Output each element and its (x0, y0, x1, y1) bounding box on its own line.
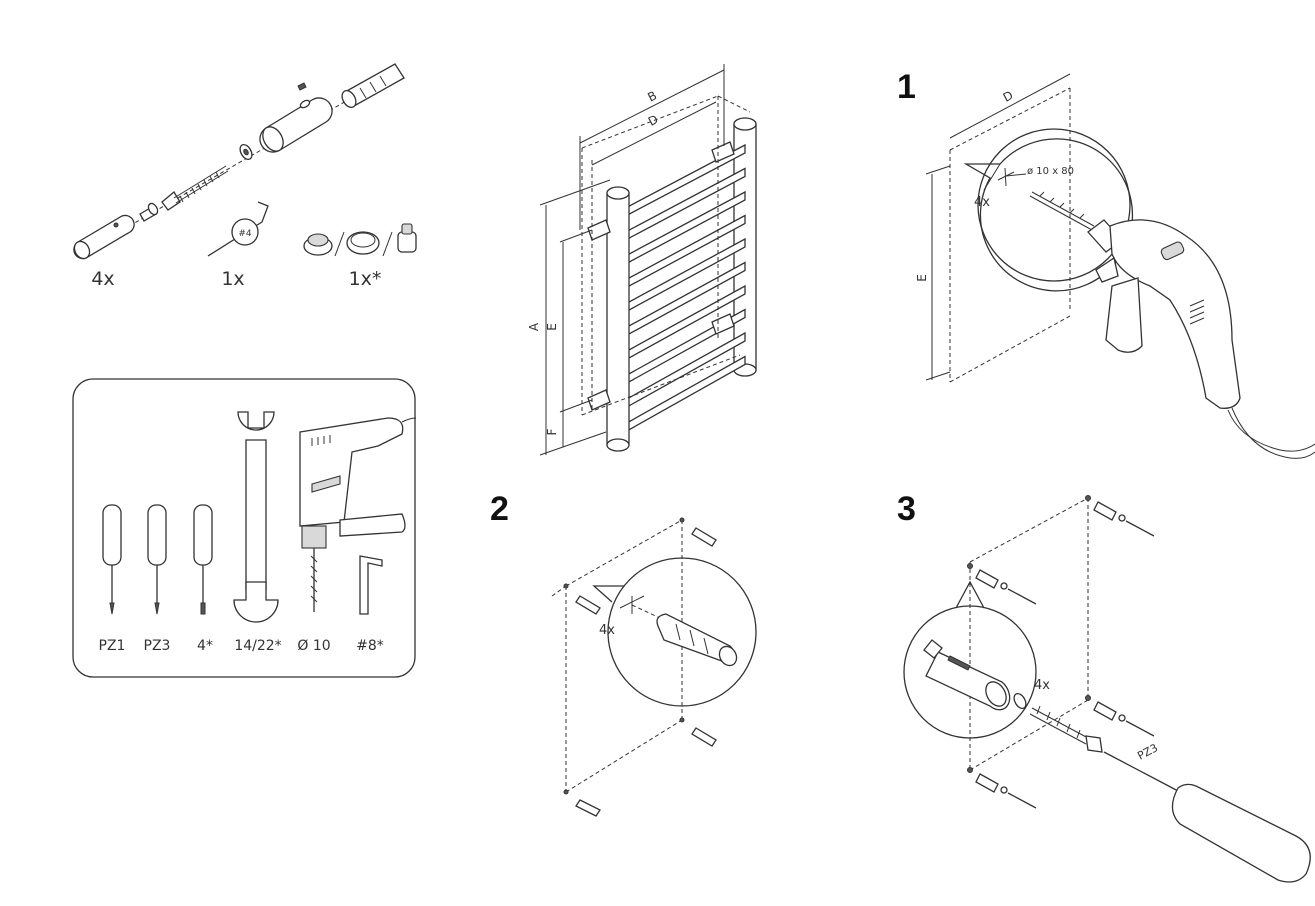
hex-key-label: #4 (238, 229, 252, 239)
screw-icon (161, 165, 229, 211)
wrench-icon (233, 411, 279, 623)
large-sleeve-icon (259, 82, 333, 153)
plug-top-left-icon (563, 583, 601, 615)
step-1-dim-d: D (1001, 88, 1016, 105)
tool-label-drill: Ø 10 (297, 638, 330, 654)
step-2-plug-icon (656, 613, 738, 667)
fixing-bottom-left-icon (967, 767, 1037, 809)
cap-option-3-icon (397, 223, 417, 253)
hex-key-icon: #4 (207, 201, 269, 257)
wall-plug-icon (341, 63, 405, 109)
spacer-icon (139, 202, 159, 222)
step-1-drill-icon (1087, 219, 1315, 459)
tool-label-wrench: 14/22* (234, 638, 281, 654)
step-3-count: 4x (1034, 678, 1050, 693)
quantity-label-sleeves: 4x (91, 268, 114, 290)
tool-label-pz3: PZ3 (144, 638, 171, 654)
quantity-label-caps: 1x* (349, 268, 382, 290)
tool-label-pz1: PZ1 (99, 638, 126, 654)
dim-label-b: B (645, 88, 659, 104)
plug-top-right-icon (679, 517, 717, 547)
step-3-bit-label: PZ3 (1135, 741, 1160, 762)
step-1-drilling: 1 D E ø 10 x 80 4x (897, 68, 1315, 459)
step-2-wall-plugs: 2 4x (490, 490, 757, 817)
step-3-sleeve-icon (923, 639, 1011, 711)
fixing-top-right-icon (1085, 495, 1155, 537)
tool-label-flat: 4* (197, 638, 213, 654)
fixing-bottom-right-icon (1085, 695, 1155, 737)
fixing-top-left-icon (967, 563, 1037, 605)
step-2-number: 2 (490, 490, 509, 528)
step-3-washer-icon (1013, 692, 1027, 710)
step-2-count: 4x (599, 623, 615, 638)
allen-key-icon (359, 555, 383, 615)
plug-bottom-right-icon (679, 717, 717, 747)
step-3-screw-icon (1029, 705, 1103, 753)
dim-label-d: D (646, 112, 661, 129)
drill-icon (299, 417, 417, 612)
step-3-brackets: 3 (897, 490, 1311, 883)
tools-panel: PZ1 PZ3 4* 14/22* Ø 10 #8* (72, 378, 417, 678)
step-1-number: 1 (897, 68, 916, 106)
radiator-rails (617, 143, 746, 438)
dim-label-f: F (545, 428, 559, 435)
radiator-dimensions-diagram: B D A E F (527, 64, 757, 456)
step-1-dim-e: E (915, 274, 929, 282)
parts-group: #4 4x 1x 1x* (73, 63, 417, 290)
cap-option-2-icon (346, 231, 380, 255)
tool-label-allen: #8* (356, 638, 384, 654)
step-1-drill-spec: ø 10 x 80 (1027, 166, 1074, 177)
screwdriver-pz3-icon (147, 504, 167, 615)
sleeve-icon (73, 214, 135, 260)
dim-label-a: A (527, 322, 541, 331)
quantity-label-key: 1x (221, 268, 244, 290)
cap-option-1-icon (303, 233, 333, 256)
step-3-screwdriver-icon: PZ3 (1103, 741, 1311, 883)
step-3-number: 3 (897, 490, 916, 528)
step-1-count: 4x (974, 195, 990, 210)
plug-bottom-left-icon (563, 789, 601, 817)
washer-icon (239, 143, 253, 161)
screwdriver-flat-icon (193, 504, 213, 615)
screwdriver-pz1-icon (102, 504, 122, 615)
dim-label-e: E (545, 323, 559, 331)
